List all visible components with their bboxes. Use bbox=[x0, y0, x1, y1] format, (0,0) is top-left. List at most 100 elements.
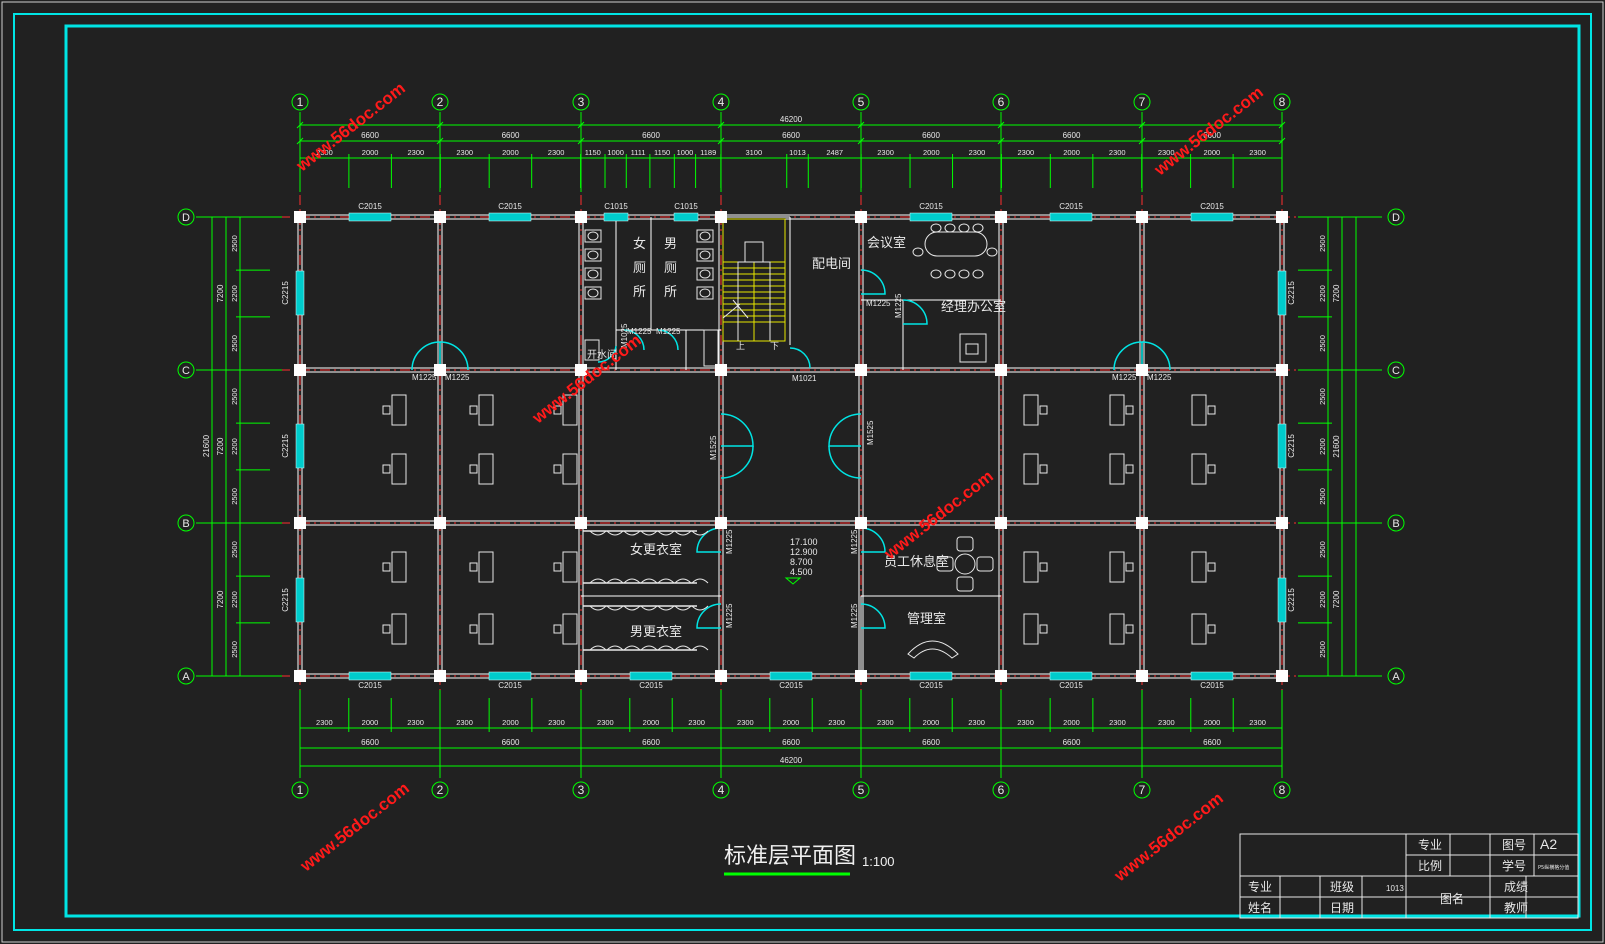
dim-detail-top: 2300 bbox=[877, 148, 894, 157]
toilet-fixture bbox=[584, 267, 602, 281]
dim-detail-top: 2000 bbox=[1063, 148, 1080, 157]
meeting-chair bbox=[972, 269, 984, 279]
columns bbox=[294, 211, 1288, 682]
axis-label-y: D bbox=[1392, 212, 1400, 224]
meeting-chair bbox=[986, 247, 998, 257]
chair bbox=[1039, 562, 1048, 572]
axis-bubble-x bbox=[431, 93, 449, 111]
toilet-fixture bbox=[584, 248, 602, 262]
drawing-scale: 1:100 bbox=[862, 854, 895, 869]
locker-arc bbox=[657, 530, 675, 536]
tb-drawing-name: 图名 bbox=[1440, 891, 1464, 906]
desk bbox=[1109, 453, 1125, 485]
axis-label-x: 7 bbox=[1139, 95, 1146, 109]
dim-total-left: 21600 bbox=[202, 434, 211, 457]
drawing-title: 标准层平面图 bbox=[724, 844, 856, 869]
column bbox=[855, 517, 867, 529]
axis-bubble-x bbox=[572, 93, 590, 111]
tb-date: 日期 bbox=[1330, 901, 1354, 915]
inner-frame bbox=[64, 24, 1581, 918]
column bbox=[855, 364, 867, 376]
chair bbox=[382, 464, 391, 474]
door-swing bbox=[439, 341, 469, 371]
toilet-bowl bbox=[587, 231, 599, 241]
dim-mark bbox=[577, 121, 585, 129]
door-swing bbox=[902, 299, 928, 325]
dim-detail-top: 1189 bbox=[700, 148, 716, 157]
outer-frame bbox=[13, 13, 1592, 931]
stair-break-line bbox=[722, 299, 749, 319]
lounge-table bbox=[954, 553, 976, 575]
door-label-m1225-11: M1225 bbox=[850, 603, 859, 628]
dim-detail-bottom: 2000 bbox=[502, 718, 519, 727]
dim-detail-bottom: 2000 bbox=[923, 718, 940, 727]
locker-arc bbox=[674, 605, 692, 611]
dim-bay-top: 6600 bbox=[1203, 131, 1221, 140]
dim-detail-bottom: 2300 bbox=[316, 718, 333, 727]
chair bbox=[382, 405, 391, 415]
tb-student-no-value: P5纵横格分值 bbox=[1538, 864, 1569, 871]
dim-detail-left: 2500 bbox=[230, 235, 239, 252]
door-label-m1225-5: M1225 bbox=[866, 299, 891, 308]
door-swing bbox=[720, 413, 754, 447]
dim-detail-right: 2200 bbox=[1318, 591, 1327, 608]
dim-detail-left: 2200 bbox=[230, 285, 239, 302]
dim-detail-top: 2300 bbox=[407, 148, 424, 157]
dim-detail-left: 2200 bbox=[230, 438, 239, 455]
door-swing bbox=[623, 329, 645, 351]
axis-label-x: 7 bbox=[1139, 783, 1146, 797]
dim-detail-bottom: 2300 bbox=[828, 718, 845, 727]
dim-detail-top: 2300 bbox=[1158, 148, 1175, 157]
dim-bay-bottom: 6600 bbox=[1063, 738, 1081, 747]
dim-detail-left: 2500 bbox=[230, 488, 239, 505]
tb-class: 班级 bbox=[1330, 880, 1354, 894]
dim-detail-top: 2300 bbox=[316, 148, 333, 157]
window-label-side: C2215 bbox=[1287, 281, 1296, 305]
water-heater bbox=[584, 339, 600, 361]
lounge-sofa bbox=[956, 576, 974, 592]
chair bbox=[382, 624, 391, 634]
window-label-top: C2015 bbox=[1059, 202, 1083, 211]
locker-arc bbox=[674, 645, 692, 651]
axis-bubble-y bbox=[1387, 361, 1405, 379]
dim-mark bbox=[717, 121, 725, 129]
locker-arc bbox=[623, 605, 641, 611]
window-label-side: C2215 bbox=[281, 281, 290, 305]
dim-detail-left: 2500 bbox=[230, 388, 239, 405]
meeting-chair bbox=[912, 247, 924, 257]
chair bbox=[469, 624, 478, 634]
chair bbox=[1039, 464, 1048, 474]
door-label-m1225-12: M1225 bbox=[894, 293, 903, 318]
desk bbox=[1023, 394, 1039, 426]
elevation-1: 17.100 bbox=[790, 537, 818, 547]
locker-arc bbox=[640, 530, 658, 536]
column bbox=[434, 670, 446, 682]
axis-bubble-x bbox=[712, 93, 730, 111]
axis-bubble-x bbox=[1133, 93, 1151, 111]
desk bbox=[1023, 613, 1039, 645]
window-label-side: C2215 bbox=[1287, 434, 1296, 458]
desk bbox=[391, 613, 407, 645]
axis-bubble-x bbox=[431, 781, 449, 799]
dim-mark bbox=[857, 137, 865, 145]
tb-class-value: 1013 bbox=[1386, 884, 1404, 893]
axis-label-y: A bbox=[1392, 671, 1400, 683]
dim-detail-top: 2300 bbox=[1249, 148, 1266, 157]
toilet-bowl bbox=[587, 269, 599, 279]
dim-detail-right: 2500 bbox=[1318, 488, 1327, 505]
chair bbox=[469, 405, 478, 415]
tb-sheet: A2 bbox=[1540, 836, 1557, 852]
meeting-chair bbox=[930, 223, 942, 233]
desk bbox=[478, 613, 494, 645]
window-bottom bbox=[1049, 671, 1093, 681]
column bbox=[855, 211, 867, 223]
column bbox=[1136, 670, 1148, 682]
dim-detail-top: 2487 bbox=[826, 148, 843, 157]
dim-span-right: 7200 bbox=[1332, 590, 1341, 608]
meeting-chair bbox=[972, 223, 984, 233]
watermark-4: www.56doc.com bbox=[880, 467, 997, 564]
chair bbox=[1207, 405, 1216, 415]
axis-bubble-x bbox=[1133, 781, 1151, 799]
door-label-m1225-3: M1225 bbox=[1112, 373, 1137, 382]
locker-arc bbox=[640, 605, 658, 611]
